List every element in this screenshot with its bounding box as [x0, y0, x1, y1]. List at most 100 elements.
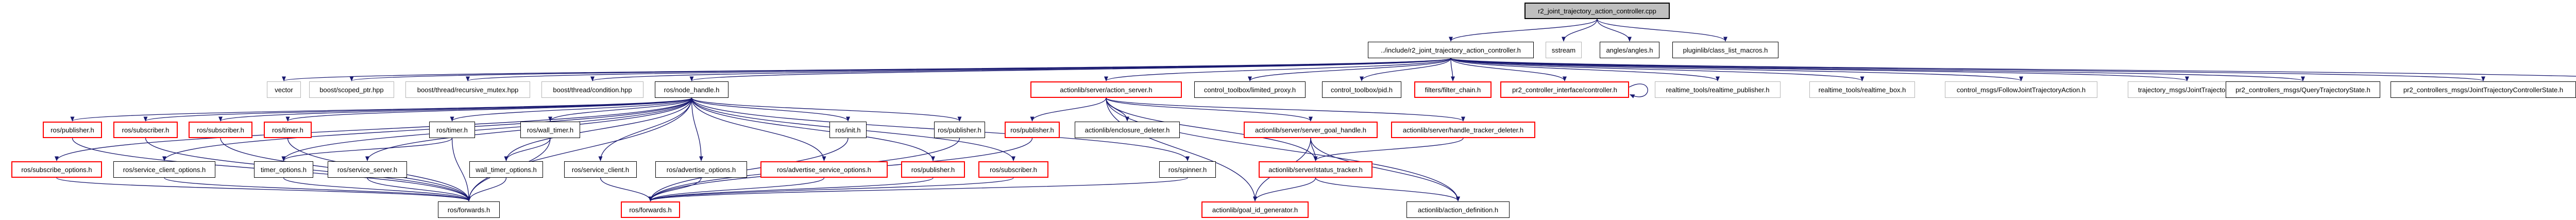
graph-node-sgh[interactable]: actionlib/server/server_goal_handle.h: [1244, 122, 1378, 138]
graph-node-htd[interactable]: actionlib/server/handle_tracker_deleter.…: [1391, 122, 1535, 138]
graph-node-filter-chain[interactable]: filters/filter_chain.h: [1414, 81, 1492, 98]
graph-node-pub-r4[interactable]: ros/publisher.h: [1005, 122, 1060, 138]
edge-root-to-angles: [1597, 19, 1632, 42]
edge-include_h-to-follow_jta: [1450, 58, 2023, 81]
edge-node_handle-to-wall_timer: [548, 97, 692, 122]
edge-sco-to-forwards_b: [164, 177, 471, 201]
graph-node-adv-opts[interactable]: ros/advertise_options.h: [655, 161, 747, 178]
graph-node-follow-jta: control_msgs/FollowJointTrajectoryAction…: [1945, 81, 2097, 98]
graph-node-pub-l[interactable]: ros/publisher.h: [43, 122, 102, 138]
edge-include_h-to-recursive_mutex: [466, 58, 1451, 81]
graph-node-sub-l2[interactable]: ros/subscriber.h: [189, 122, 252, 138]
graph-node-timer-opts[interactable]: timer_options.h: [254, 161, 313, 178]
graph-node-recursive-mutex: boost/thread/recursive_mutex.hpp: [405, 81, 530, 98]
graph-node-goal-id[interactable]: actionlib/goal_id_generator.h: [1201, 201, 1309, 218]
graph-node-forwards-b[interactable]: ros/forwards.h: [438, 201, 500, 218]
graph-node-root: r2_joint_trajectory_action_controller.cp…: [1524, 3, 1670, 19]
edge-wall_timer-to-wto: [504, 138, 551, 161]
graph-node-aso[interactable]: ros/advertise_service_options.h: [760, 161, 888, 178]
graph-node-pub-b[interactable]: ros/publisher.h: [934, 122, 985, 138]
edge-include_h-to-condition: [590, 58, 1451, 81]
graph-node-timer-b[interactable]: ros/timer.h: [429, 122, 475, 138]
graph-node-include-h[interactable]: ../include/r2_joint_trajectory_action_co…: [1368, 42, 1534, 58]
edge-include_h-to-controller_h: [1450, 58, 1567, 81]
edge-action_server-to-action_def: [1106, 97, 1460, 201]
edge-node_handle-to-service_client: [598, 97, 692, 161]
edge-node_handle-to-aso: [691, 97, 826, 161]
edge-node_handle-to-init: [691, 97, 850, 122]
edge-root-to-sstream: [1562, 19, 1598, 42]
edge-spinner-to-forwards_r: [648, 177, 1188, 201]
graph-node-sub-l1[interactable]: ros/subscriber.h: [113, 122, 178, 138]
graph-node-query-ts[interactable]: pr2_controllers_msgs/QueryTrajectoryStat…: [2226, 81, 2380, 98]
edge-node_handle-to-forwards_b: [467, 97, 692, 201]
edge-include_h-to-node_handle: [690, 58, 1451, 81]
edge-include_h-to-rt_box: [1450, 58, 1865, 81]
graph-node-service-server[interactable]: ros/service_server.h: [328, 161, 407, 178]
graph-node-wto[interactable]: wall_timer_options.h: [469, 161, 543, 178]
graph-node-angles[interactable]: angles/angles.h: [1600, 42, 1659, 58]
edge-service_client-to-forwards_r: [600, 177, 653, 201]
edge-action_server-to-sgh: [1106, 97, 1313, 122]
edge-node_handle-to-pub_b: [691, 97, 962, 122]
edge-node_handle-to-timer_opts: [281, 97, 692, 161]
graph-node-vector: vector: [267, 81, 301, 98]
edge-include_h-to-rt_publisher: [1450, 58, 1720, 81]
graph-node-action-def[interactable]: actionlib/action_definition.h: [1406, 201, 1510, 218]
edge-status_tracker-to-goal_id: [1253, 177, 1316, 201]
edge-sgh-to-status_tracker: [1310, 138, 1318, 161]
graph-node-node-handle[interactable]: ros/node_handle.h: [655, 81, 728, 98]
edge-status_tracker-to-action_def: [1315, 177, 1460, 201]
graph-node-controller-h[interactable]: pr2_controller_interface/controller.h: [1500, 81, 1629, 98]
graph-node-action-server[interactable]: actionlib/server/action_server.h: [1030, 81, 1182, 98]
graph-node-sco[interactable]: ros/service_client_options.h: [113, 161, 215, 178]
graph-node-service-client[interactable]: ros/service_client.h: [564, 161, 637, 178]
edge-service_server-to-forwards_b: [367, 177, 471, 201]
graph-node-condition: boost/thread/condition.hpp: [541, 81, 643, 98]
graph-node-jtcs[interactable]: pr2_controllers_msgs/JointTrajectoryCont…: [2391, 81, 2576, 98]
edge-adv_opts-to-forwards_r: [648, 177, 702, 201]
graph-node-limited-proxy[interactable]: control_toolbox/limited_proxy.h: [1194, 81, 1306, 98]
edge-node_handle-to-sub_l2: [218, 97, 692, 122]
graph-node-rt-publisher: realtime_tools/realtime_publisher.h: [1655, 81, 1781, 98]
graph-node-wall-timer[interactable]: ros/wall_timer.h: [520, 122, 580, 138]
edge-include_h-to-joint_traj: [1450, 58, 2189, 81]
edge-action_server-to-htd: [1106, 97, 1465, 122]
graph-node-forwards-r[interactable]: ros/forwards.h: [621, 201, 680, 218]
edge-pub_r5-to-forwards_r: [648, 177, 934, 201]
graph-node-pid[interactable]: control_toolbox/pid.h: [1322, 81, 1401, 98]
edge-node_handle-to-timer_b: [450, 97, 692, 122]
edge-include_h-to-limited_proxy: [1248, 58, 1451, 81]
edge-controller_h-self-loop: [1629, 83, 1648, 98]
edge-root-to-include_h: [1449, 19, 1598, 42]
graph-node-status-tracker[interactable]: actionlib/server/status_tracker.h: [1259, 161, 1372, 178]
edge-htd-to-status_tracker: [1313, 138, 1464, 161]
edge-action_server-to-enclosure: [1106, 97, 1129, 122]
edge-timer_b-to-timer_opts: [281, 138, 453, 161]
graph-node-init[interactable]: ros/init.h: [829, 122, 867, 138]
edge-node_handle-to-pub_l: [70, 97, 692, 122]
edge-sub_opts-to-forwards_b: [56, 177, 471, 201]
graph-node-timer-l[interactable]: ros/timer.h: [264, 122, 312, 138]
graph-node-sub-opts[interactable]: ros/subscribe_options.h: [11, 161, 102, 178]
edge-include_h-to-scoped_ptr: [350, 58, 1451, 81]
edge-node_handle-to-adv_opts: [691, 97, 703, 161]
edge-timer_opts-to-forwards_b: [283, 177, 471, 201]
edge-node_handle-to-pub_r5: [691, 97, 935, 161]
graph-node-pub-r5[interactable]: ros/publisher.h: [901, 161, 965, 178]
edge-include_h-to-vector: [282, 58, 1451, 81]
graph-node-pluginlib[interactable]: pluginlib/class_list_macros.h: [1672, 42, 1778, 58]
graph-node-spinner[interactable]: ros/spinner.h: [1159, 161, 1216, 178]
graph-node-sub-r5[interactable]: ros/subscriber.h: [978, 161, 1048, 178]
edge-aso-to-forwards_r: [648, 177, 825, 201]
graph-node-enclosure[interactable]: actionlib/enclosure_deleter.h: [1075, 122, 1180, 138]
edge-wto-to-forwards_b: [467, 177, 507, 201]
edge-root-to-pluginlib: [1597, 19, 1727, 42]
edge-include_h-to-query_ts: [1450, 58, 2305, 81]
edge-node_handle-to-sub_l1: [143, 97, 692, 122]
edge-node_handle-to-timer_l: [285, 97, 692, 122]
edge-sub_r5-to-forwards_r: [648, 177, 1014, 201]
edge-include_h-to-action_server: [1104, 58, 1451, 81]
